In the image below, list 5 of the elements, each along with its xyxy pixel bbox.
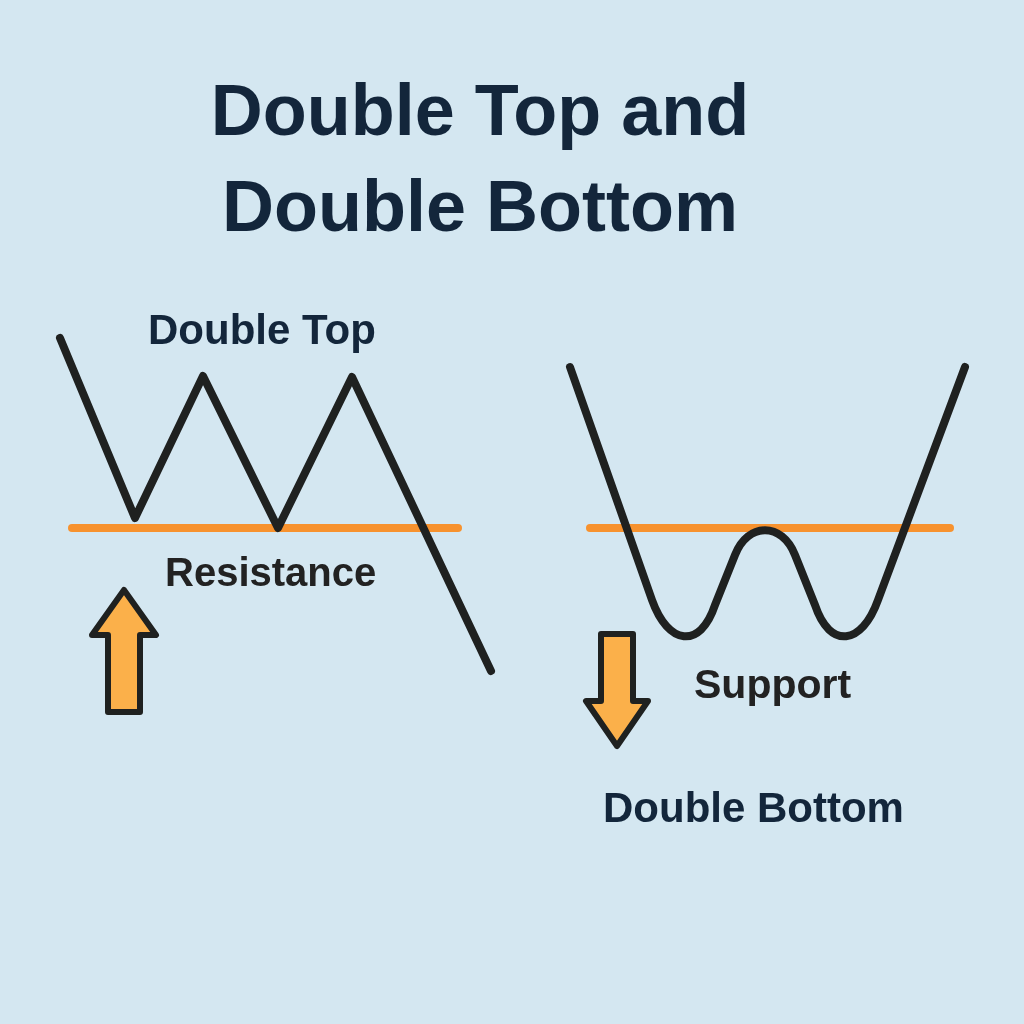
pattern-label: Double Top	[148, 306, 376, 354]
level-label: Resistance	[165, 550, 377, 595]
level-label: Support	[694, 661, 852, 708]
pattern-label: Double Bottom	[603, 784, 904, 832]
title: Double Top and Double Bottom	[209, 69, 751, 248]
